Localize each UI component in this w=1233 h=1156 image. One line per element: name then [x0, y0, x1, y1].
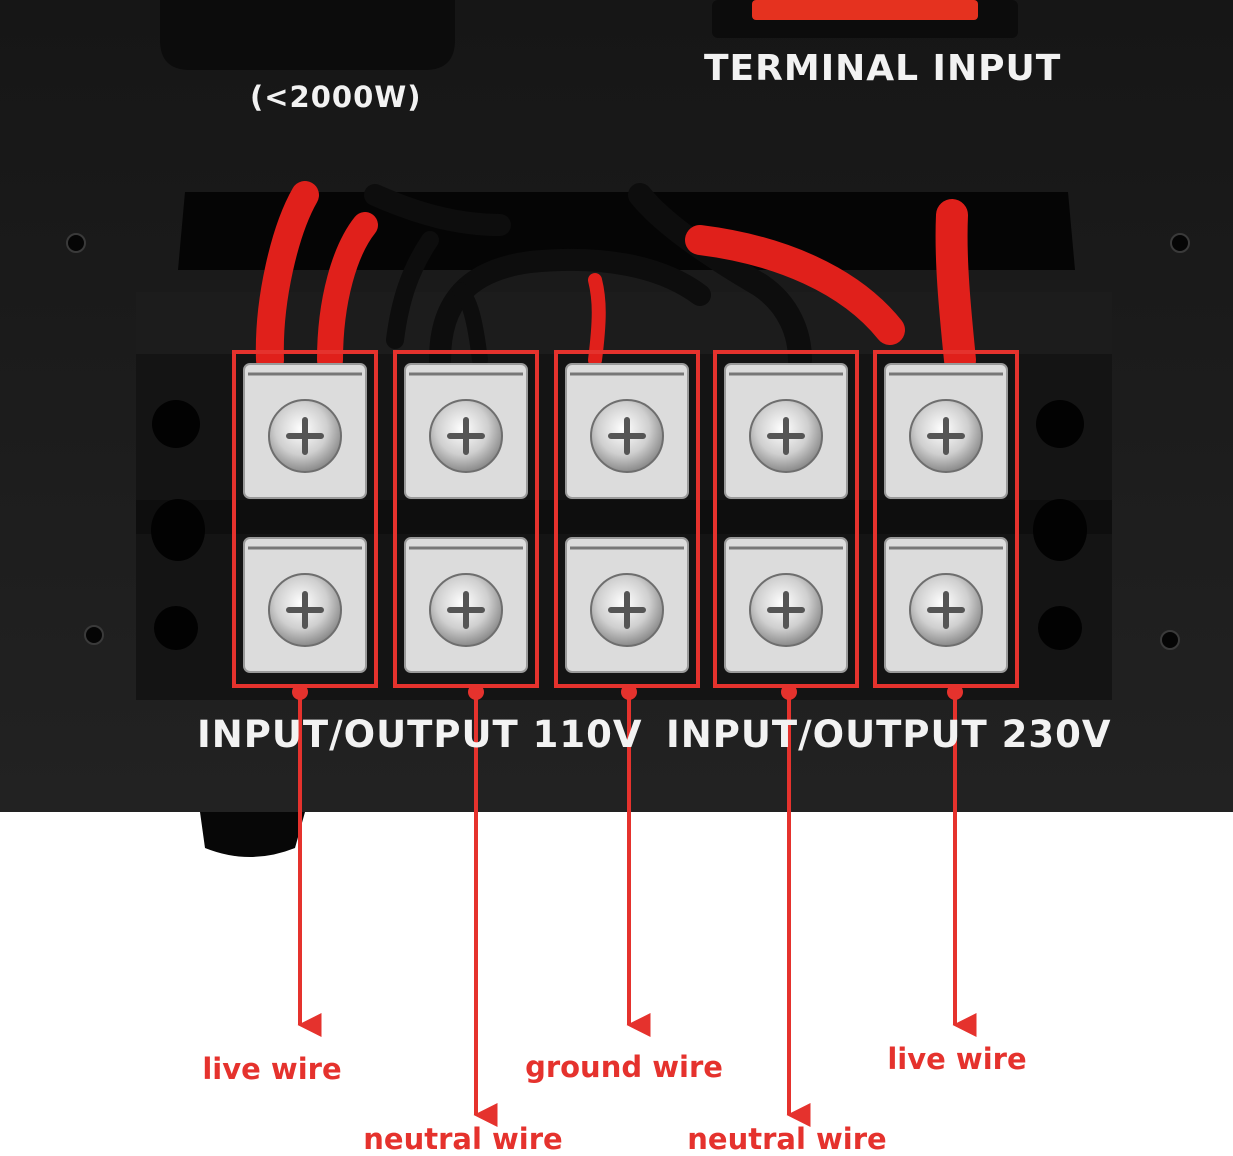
- screw-slot: [447, 591, 485, 629]
- group-label-230v: INPUT/OUTPUT 230V: [666, 713, 1112, 756]
- terminal-1: [243, 363, 367, 673]
- terminal-4: [724, 363, 848, 673]
- power-rating-label: (<2000W): [250, 80, 422, 114]
- screw-slot: [767, 591, 805, 629]
- screw-slot: [927, 417, 965, 455]
- screw-slot: [927, 591, 965, 629]
- screw-slot: [286, 417, 324, 455]
- terminal-3: [565, 363, 689, 673]
- callout-label: neutral wire: [687, 1122, 887, 1156]
- socket-housing: [160, 0, 455, 70]
- terminal-2: [404, 363, 528, 673]
- switch-label: TERMINAL INPUT: [704, 48, 1062, 89]
- group-label-110v: INPUT/OUTPUT 110V: [197, 713, 643, 756]
- wires: [255, 181, 976, 376]
- rocker-switch[interactable]: [752, 0, 978, 20]
- screw-slot: [767, 417, 805, 455]
- callout-label: live wire: [202, 1052, 342, 1086]
- screw-slot: [286, 591, 324, 629]
- callout-label: neutral wire: [363, 1122, 563, 1156]
- mounting-holes: [66, 233, 1190, 650]
- terminal-highlight-frame: [393, 350, 539, 688]
- terminal-block-rail: [136, 500, 1112, 534]
- screw-slot: [447, 417, 485, 455]
- callout-label: live wire: [887, 1042, 1027, 1076]
- block-side-holes: [151, 400, 1087, 650]
- callout-label: ground wire: [525, 1050, 723, 1084]
- terminal-5: [884, 363, 1008, 673]
- annotations: [232, 350, 1019, 1127]
- device-foot: [200, 812, 305, 857]
- terminal-highlight-frame: [873, 350, 1019, 688]
- terminals: [243, 363, 1008, 673]
- screw-slot: [608, 417, 646, 455]
- screw-slot: [608, 591, 646, 629]
